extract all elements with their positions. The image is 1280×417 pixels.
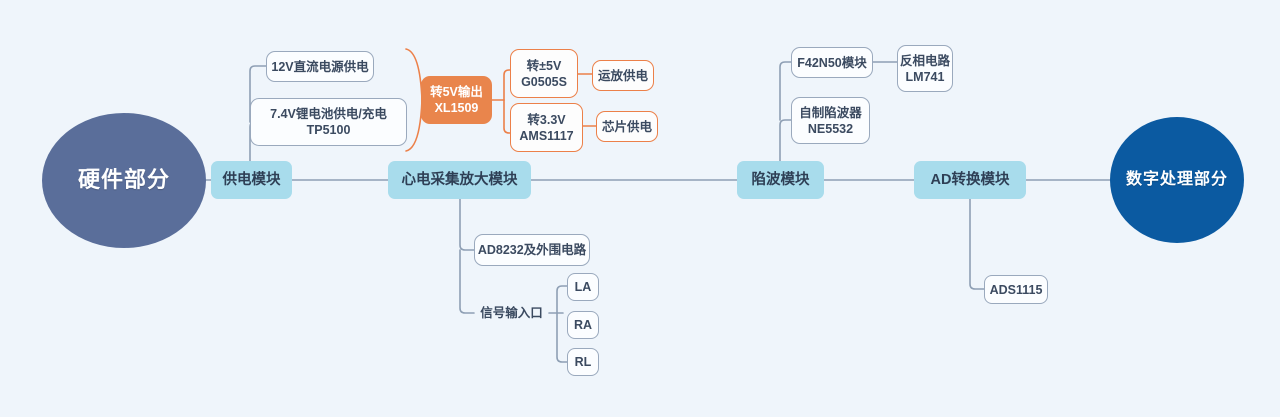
- spine-node-power[interactable]: 供电模块: [211, 161, 292, 199]
- notch-item-lm741[interactable]: 反相电路 LM741: [897, 45, 953, 92]
- notch-item-ne5532[interactable]: 自制陷波器 NE5532: [791, 97, 870, 144]
- adc-item-ads1115[interactable]: ADS1115: [984, 275, 1048, 304]
- notch-item-f42n50[interactable]: F42N50模块: [791, 47, 873, 78]
- ecg-item-ad8232[interactable]: AD8232及外围电路: [474, 234, 590, 266]
- ecg-item-signal-input[interactable]: 信号输入口: [480, 306, 543, 320]
- power-rail-ams1117[interactable]: 转3.3V AMS1117: [510, 103, 583, 152]
- spine-node-notch[interactable]: 陷波模块: [737, 161, 824, 199]
- ecg-input-ra[interactable]: RA: [567, 311, 599, 339]
- power-rail-g0505s[interactable]: 转±5V G0505S: [510, 49, 578, 98]
- spine-node-ecg[interactable]: 心电采集放大模块: [388, 161, 531, 199]
- power-rail-ams1117-use[interactable]: 芯片供电: [596, 111, 658, 142]
- root-node-digital[interactable]: 数字处理部分: [1110, 117, 1244, 243]
- spine-node-adc[interactable]: AD转换模块: [914, 161, 1026, 199]
- ecg-input-la[interactable]: LA: [567, 273, 599, 301]
- power-source-dc[interactable]: 12V直流电源供电: [266, 51, 374, 82]
- power-rail-g0505s-use[interactable]: 运放供电: [592, 60, 654, 91]
- ecg-input-rl[interactable]: RL: [567, 348, 599, 376]
- power-converter-xl1509[interactable]: 转5V输出 XL1509: [421, 76, 492, 124]
- power-source-battery[interactable]: 7.4V锂电池供电/充电 TP5100: [250, 98, 407, 146]
- root-node-hardware[interactable]: 硬件部分: [42, 113, 206, 248]
